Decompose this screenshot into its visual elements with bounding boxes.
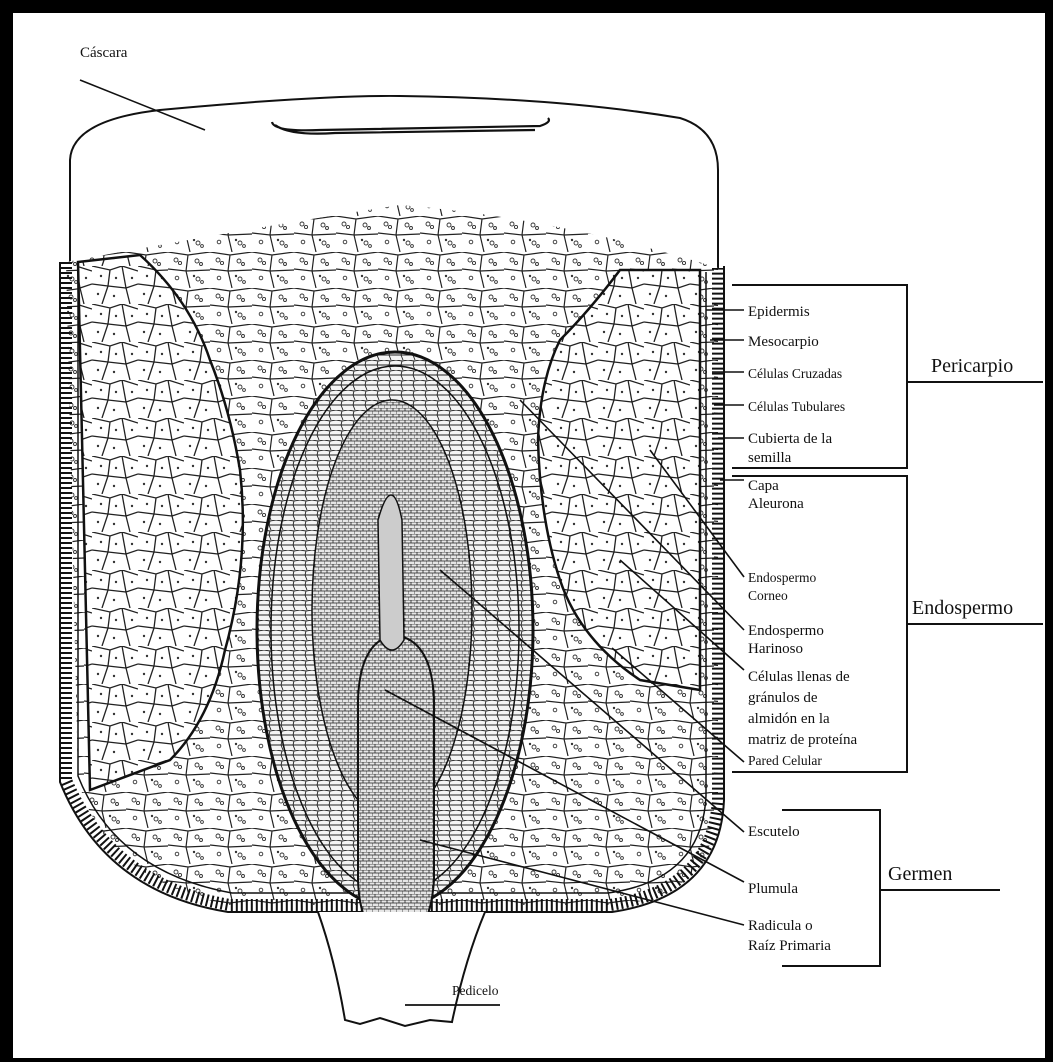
- label-plumula: Plumula: [748, 881, 798, 897]
- pedicelo-shape: [318, 912, 485, 1026]
- label-pedicelo: Pedicelo: [452, 983, 499, 998]
- label-capa-aleurona-2: Aleurona: [748, 496, 804, 512]
- label-celulas-llenas-2: gránulos de: [748, 690, 818, 706]
- label-escutelo: Escutelo: [748, 824, 800, 840]
- label-cubierta-2: semilla: [748, 450, 792, 466]
- label-celulas-cruzadas: Células Cruzadas: [748, 366, 842, 381]
- label-celulas-llenas-3: almidón en la: [748, 711, 830, 727]
- group-label-germen: Germen: [888, 863, 952, 885]
- label-cascara: Cáscara: [80, 45, 128, 61]
- group-label-endospermo: Endospermo: [912, 597, 1013, 619]
- label-endospermo-harinoso-1: Endospermo: [748, 623, 824, 639]
- label-radicula-2: Raíz Primaria: [748, 938, 831, 954]
- label-celulas-tubulares: Células Tubulares: [748, 399, 845, 414]
- label-pared-celular: Pared Celular: [748, 753, 822, 768]
- radicula-shape: [358, 635, 434, 942]
- label-capa-aleurona-1: Capa: [748, 478, 779, 494]
- label-endospermo-harinoso-2: Harinoso: [748, 641, 803, 657]
- label-cubierta-1: Cubierta de la: [748, 431, 832, 447]
- label-celulas-llenas-4: matriz de proteína: [748, 732, 857, 748]
- label-epidermis: Epidermis: [748, 304, 810, 320]
- label-mesocarpio: Mesocarpio: [748, 334, 819, 350]
- label-endospermo-corneo-2: Corneo: [748, 588, 788, 603]
- label-endospermo-corneo-1: Endospermo: [748, 570, 816, 585]
- group-label-pericarpio: Pericarpio: [931, 355, 1013, 377]
- label-radicula-1: Radicula o: [748, 918, 813, 934]
- label-celulas-llenas-1: Células llenas de: [748, 669, 850, 685]
